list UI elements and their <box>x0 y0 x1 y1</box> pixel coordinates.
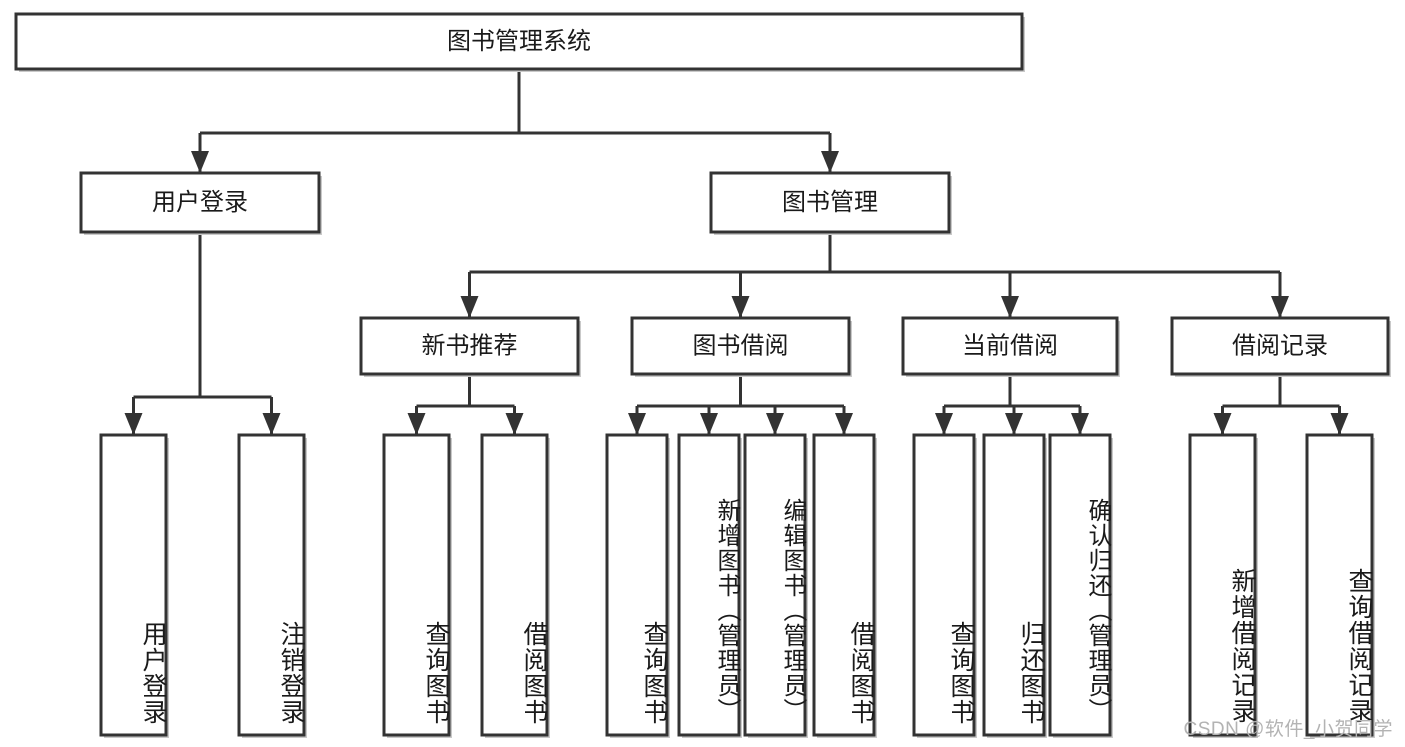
node-box <box>982 433 1046 737</box>
edge-group-borrow-record <box>1213 374 1349 435</box>
node-leaf-logout-login[interactable] <box>237 433 307 738</box>
arrow-head-icon <box>1001 296 1019 318</box>
node-label: 图书借阅 <box>693 332 789 359</box>
node-box <box>1048 433 1112 737</box>
node-current-borrow[interactable]: 当前借阅 <box>901 316 1120 377</box>
node-box <box>1170 316 1390 376</box>
node-box <box>382 433 451 737</box>
node-box <box>79 171 321 234</box>
arrow-head-icon <box>1071 413 1089 435</box>
node-box <box>912 433 976 737</box>
node-box <box>1305 433 1374 737</box>
edge-group-user-login <box>124 232 281 435</box>
node-box <box>901 316 1119 376</box>
edge-group-book-manage <box>460 232 1289 318</box>
node-leaf-query-borrow-record[interactable] <box>1305 433 1375 738</box>
watermark-text: CSDN @软件_小贺同学 <box>1183 719 1393 740</box>
node-label: 新书推荐 <box>422 332 518 359</box>
node-leaf-borrow-book-rec[interactable] <box>480 433 550 738</box>
node-leaf-user-login[interactable] <box>99 433 169 738</box>
node-leaf-borrow-book[interactable] <box>812 433 877 738</box>
arrow-head-icon <box>191 151 209 173</box>
node-box <box>237 433 306 737</box>
arrow-head-icon <box>835 413 853 435</box>
arrow-head-icon <box>460 296 479 318</box>
arrow-head-icon <box>731 296 750 318</box>
node-box <box>1188 433 1257 737</box>
node-box <box>677 433 741 737</box>
node-box <box>359 316 580 376</box>
node-leaf-query-book-rec[interactable] <box>382 433 452 738</box>
node-label: 借阅记录 <box>1232 332 1328 359</box>
node-leaf-return-book[interactable] <box>982 433 1047 738</box>
node-box <box>99 433 168 737</box>
arrow-head-icon <box>1005 413 1023 435</box>
edge-group-current-borrow <box>935 374 1089 435</box>
arrow-head-icon <box>1271 296 1289 318</box>
edge-group-new-book-recommend <box>407 374 524 435</box>
node-leaf-confirm-return-admin[interactable] <box>1048 433 1113 738</box>
arrow-head-icon <box>505 413 524 435</box>
arrow-head-icon <box>1330 413 1349 435</box>
node-leaf-edit-book-admin[interactable] <box>743 433 808 738</box>
node-label: 图书管理 <box>782 189 878 216</box>
arrow-head-icon <box>124 413 143 435</box>
arrow-head-icon <box>628 413 646 435</box>
arrow-head-icon <box>766 413 784 435</box>
node-box <box>14 12 1024 71</box>
node-label: 图书管理系统 <box>447 28 591 55</box>
node-book-borrow[interactable]: 图书借阅 <box>630 316 852 377</box>
arrow-head-icon <box>935 413 953 435</box>
node-label: 当前借阅 <box>962 332 1058 359</box>
node-label: 用户登录 <box>152 189 248 216</box>
node-leaf-query-book-borrow[interactable] <box>605 433 670 738</box>
node-box <box>630 316 851 376</box>
arrow-head-icon <box>407 413 426 435</box>
node-book-manage[interactable]: 图书管理 <box>709 171 952 235</box>
node-leaf-add-borrow-record[interactable] <box>1188 433 1258 738</box>
node-box <box>605 433 669 737</box>
arrow-head-icon <box>700 413 718 435</box>
node-box <box>480 433 549 737</box>
arrow-head-icon <box>262 413 281 435</box>
node-leaf-query-book-cur[interactable] <box>912 433 977 738</box>
node-box <box>709 171 951 234</box>
edge-group-root <box>191 69 839 173</box>
node-new-book-recommend[interactable]: 新书推荐 <box>359 316 581 377</box>
arrow-head-icon <box>821 151 839 173</box>
node-borrow-record[interactable]: 借阅记录 <box>1170 316 1391 377</box>
node-box <box>812 433 876 737</box>
node-user-login[interactable]: 用户登录 <box>79 171 322 235</box>
node-leaf-add-book-admin[interactable] <box>677 433 742 738</box>
node-box <box>743 433 807 737</box>
arrow-head-icon <box>1213 413 1232 435</box>
edge-layer <box>124 69 1349 435</box>
node-root[interactable]: 图书管理系统 <box>14 12 1025 72</box>
edge-group-book-borrow <box>628 374 853 435</box>
